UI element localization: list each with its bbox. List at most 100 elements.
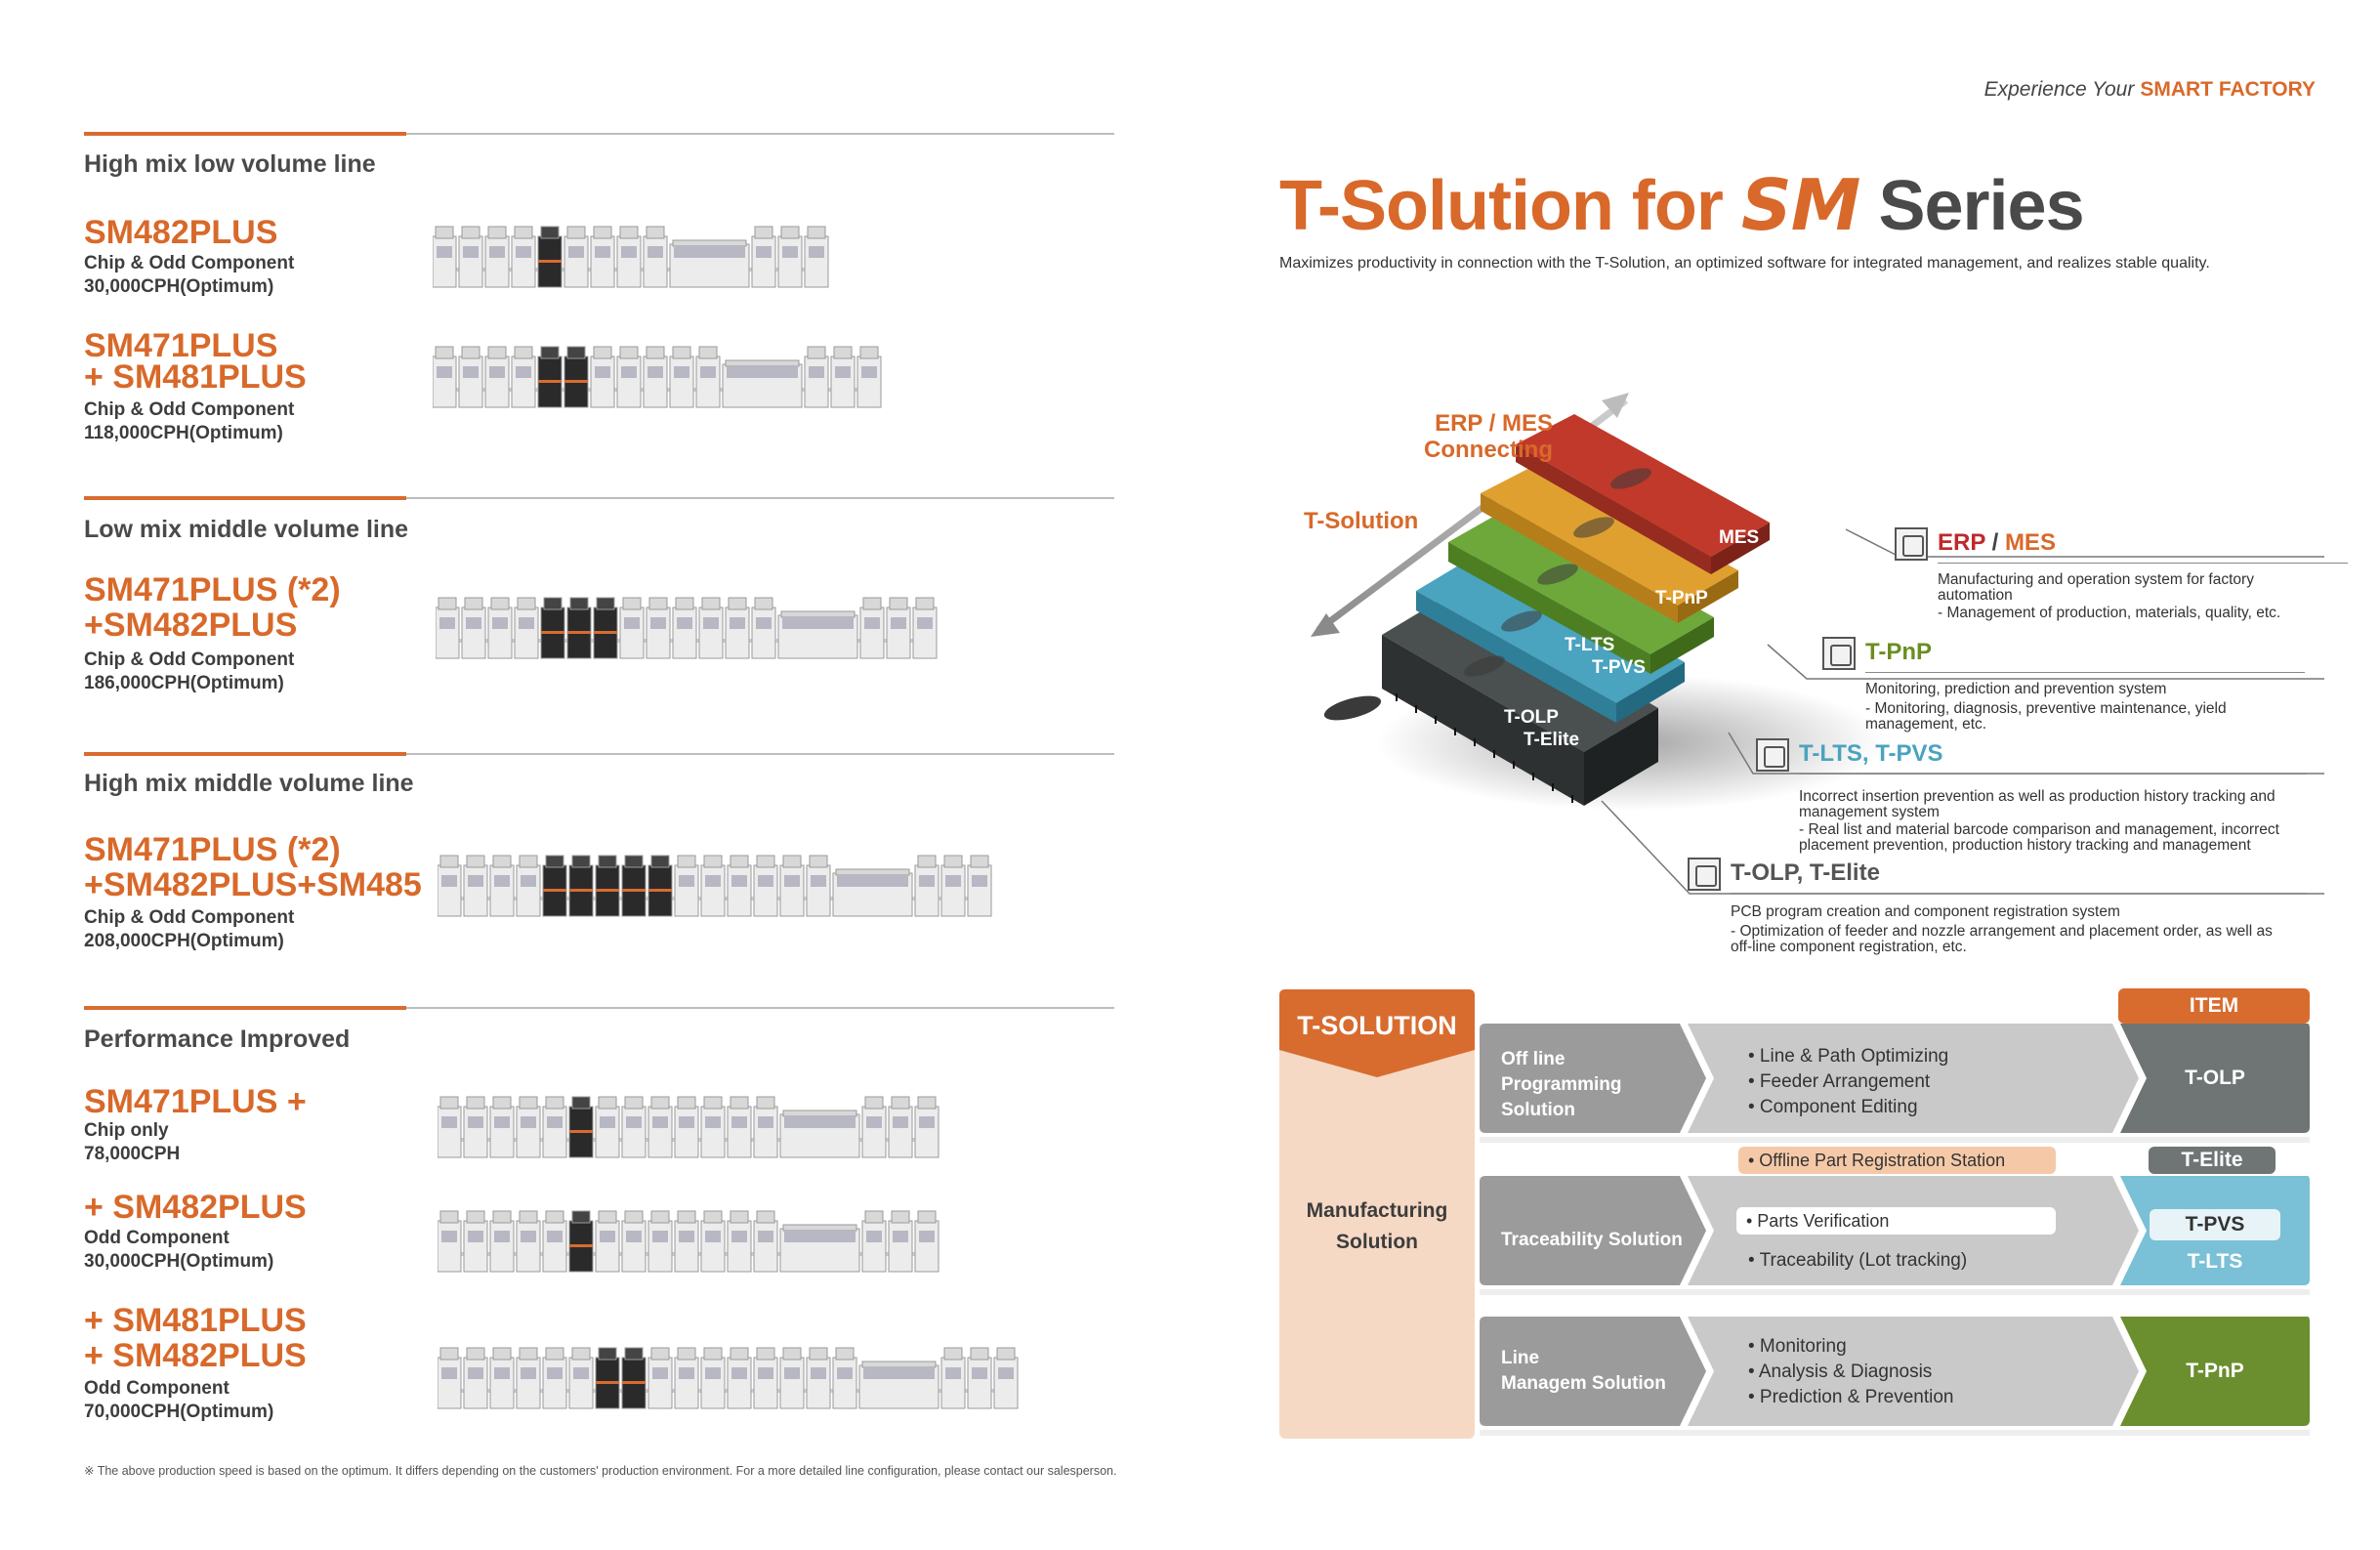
machine-icon — [914, 855, 939, 917]
machine-icon — [804, 346, 829, 408]
machine-icon — [753, 1096, 778, 1158]
item-pnp: T-PnP — [2186, 1360, 2244, 1382]
machine-icon — [590, 226, 615, 288]
machine-icon — [489, 1096, 515, 1158]
section-divider — [84, 752, 1114, 756]
machine-icon — [564, 226, 589, 288]
callout-line: off-line component registration, etc. — [1731, 939, 1967, 955]
diagonal-label-line: Connecting — [1424, 437, 1553, 463]
model-speed: 30,000CPH(Optimum) — [84, 1251, 274, 1272]
production-line-image — [438, 1338, 1021, 1416]
machine-icon — [914, 1096, 939, 1158]
section-title: Low mix middle volume line — [84, 516, 409, 543]
machine-icon — [856, 346, 882, 408]
tagline-prefix: Experience Your — [1983, 78, 2135, 101]
callout-body: Incorrect insertion prevention as well a… — [1799, 789, 2279, 854]
machine-icon — [912, 597, 938, 659]
machine-icon — [727, 1096, 752, 1158]
callout-line: Monitoring, prediction and prevention sy… — [1865, 681, 2167, 697]
machine-icon — [779, 1110, 860, 1158]
machine-icon — [647, 1210, 673, 1273]
machine-icon — [727, 1210, 752, 1273]
callout-title-sep: / — [1984, 529, 2005, 556]
machine-icon — [753, 1347, 778, 1409]
model-name: SM482PLUS — [84, 214, 278, 251]
callout-rule — [1865, 672, 2305, 673]
diagonal-label-bottom: T-Solution — [1304, 508, 1419, 534]
callout-title: T-PnP — [1865, 639, 1933, 665]
model-speed: 30,000CPH(Optimum) — [84, 276, 274, 297]
model-desc: Chip only — [84, 1120, 169, 1141]
machine-icon — [674, 1096, 699, 1158]
bullet-item: • Line & Path Optimizing — [1748, 1046, 1949, 1067]
step-label-olp: T-OLP — [1504, 707, 1559, 728]
machine-line-drawing — [438, 1096, 939, 1158]
model-speed: 208,000CPH(Optimum) — [84, 931, 284, 951]
machine-icon — [568, 1210, 594, 1273]
model-name: SM471PLUS (*2) — [84, 831, 341, 868]
machine-line-drawing — [438, 1347, 1019, 1409]
section-title: Performance Improved — [84, 1026, 351, 1053]
model-desc: Odd Component — [84, 1378, 230, 1399]
row-name-traceability: Traceability Solution — [1501, 1230, 1683, 1250]
machine-icon — [487, 597, 513, 659]
row-name-line: Managem Solution — [1501, 1373, 1666, 1394]
erp-mes-icon — [1895, 527, 1928, 561]
callout-line: automation — [1938, 587, 2013, 604]
row-line-management — [1480, 1317, 2310, 1436]
title-part1: T-Solution for — [1279, 167, 1724, 245]
row-name-line: Line — [1501, 1348, 1540, 1368]
footprint-icon — [1323, 695, 1382, 721]
machine-icon — [619, 597, 645, 659]
machine-icon — [727, 1347, 752, 1409]
row-bullets-line-management: • Monitoring • Analysis & Diagnosis • Pr… — [1748, 1334, 1953, 1410]
machine-icon — [433, 226, 457, 288]
machine-icon — [700, 1096, 726, 1158]
olp-elite-icon — [1688, 858, 1721, 891]
section-divider — [84, 496, 1114, 500]
step-erp — [1516, 414, 1770, 574]
machine-icon — [568, 1347, 594, 1409]
machine-line-drawing — [433, 226, 829, 288]
machine-icon — [804, 226, 829, 288]
machine-icon — [438, 1347, 462, 1409]
step-olp — [1382, 591, 1658, 806]
machine-icon — [647, 1096, 673, 1158]
item-elite: T-Elite — [2149, 1147, 2276, 1174]
callout-line: management system — [1799, 804, 1940, 820]
machine-icon — [643, 346, 668, 408]
machine-line-drawing — [436, 597, 938, 659]
row-name-line-management: Line Managem Solution — [1501, 1346, 1666, 1397]
pnp-icon — [1822, 637, 1856, 670]
model-name: + SM482PLUS — [84, 1337, 307, 1374]
machine-icon — [458, 346, 483, 408]
machine-icon — [542, 855, 567, 917]
callout-line: placement prevention, production history… — [1799, 837, 2251, 854]
manufacturing-label-line: Solution — [1336, 1231, 1418, 1253]
callout-line: - Monitoring, diagnosis, preventive main… — [1865, 700, 2227, 717]
lts-pvs-icon — [1756, 738, 1789, 772]
machine-icon — [516, 855, 541, 917]
callout-line: - Real list and material barcode compari… — [1799, 821, 2279, 838]
machine-line-drawing — [438, 1210, 939, 1273]
machine-icon — [438, 1096, 462, 1158]
machine-icon — [463, 1210, 488, 1273]
machine-line-drawing — [433, 346, 882, 408]
machine-icon — [753, 1210, 778, 1273]
model-name: SM471PLUS (*2) — [84, 571, 341, 608]
offline-registration-pill: • Offline Part Registration Station — [1738, 1147, 2056, 1174]
machine-icon — [616, 226, 642, 288]
model-desc: Odd Component — [84, 1228, 230, 1248]
manufacturing-label-line: Manufacturing — [1306, 1199, 1448, 1222]
section-title: High mix low volume line — [84, 150, 376, 178]
machine-icon — [832, 1347, 857, 1409]
machine-icon — [540, 597, 565, 659]
machine-icon — [566, 597, 592, 659]
model-desc: Chip & Odd Component — [84, 649, 295, 670]
machine-icon — [568, 855, 594, 917]
machine-icon — [858, 1361, 939, 1409]
machine-icon — [861, 1210, 887, 1273]
diagonal-label-line: ERP / MES — [1435, 410, 1553, 437]
machine-icon — [967, 855, 992, 917]
machine-icon — [643, 226, 668, 288]
